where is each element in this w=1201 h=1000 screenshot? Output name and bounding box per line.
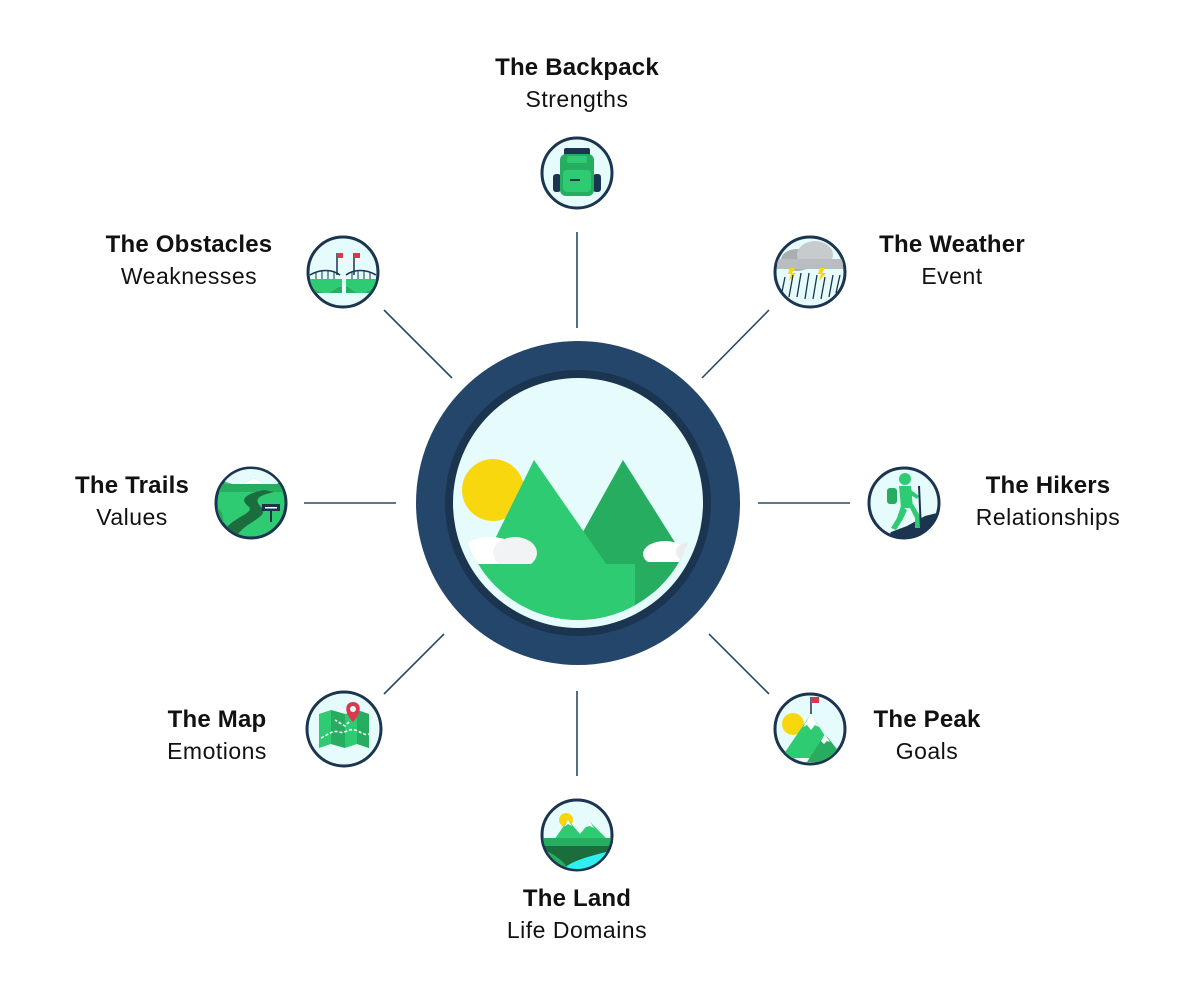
- label-hikers: The Hikers Relationships: [938, 470, 1158, 533]
- node-title: The Peak: [873, 706, 981, 733]
- central-mountain-icon: [415, 340, 741, 666]
- label-map: The Map Emotions: [127, 704, 307, 767]
- node-title: The Obstacles: [105, 231, 273, 258]
- broken-bridge-icon: [306, 235, 380, 309]
- node-subtitle: Relationships: [975, 504, 1121, 531]
- label-peak: The Peak Goals: [847, 704, 1007, 767]
- label-weather: The Weather Event: [852, 229, 1052, 292]
- peak-flag-icon: [773, 692, 847, 766]
- hiker-icon: [867, 466, 941, 540]
- land-landscape-icon: [540, 798, 614, 872]
- label-backpack: The Backpack Strengths: [427, 52, 727, 115]
- backpack-icon: [540, 136, 614, 210]
- map-pin-icon: [305, 690, 383, 768]
- connector-weather: [701, 309, 770, 379]
- node-title: The Backpack: [495, 54, 659, 81]
- node-subtitle: Event: [921, 263, 983, 290]
- node-title: The Land: [522, 885, 632, 912]
- node-subtitle: Goals: [895, 738, 959, 765]
- node-subtitle: Emotions: [167, 738, 267, 765]
- connector-map: [383, 633, 445, 695]
- weather-storm-icon: [773, 235, 847, 309]
- node-subtitle: Weaknesses: [120, 263, 258, 290]
- node-subtitle: Strengths: [525, 86, 629, 113]
- node-subtitle: Life Domains: [506, 917, 648, 944]
- node-title: The Trails: [74, 472, 190, 499]
- trail-path-icon: [214, 466, 288, 540]
- node-title: The Weather: [879, 231, 1025, 258]
- node-subtitle: Values: [96, 504, 168, 531]
- connector-peak: [708, 633, 770, 695]
- label-land: The Land Life Domains: [467, 883, 687, 946]
- label-trails: The Trails Values: [47, 470, 217, 533]
- node-title: The Map: [167, 706, 267, 733]
- connector-obstacles: [383, 309, 453, 379]
- node-title: The Hikers: [985, 472, 1111, 499]
- label-obstacles: The Obstacles Weaknesses: [74, 229, 304, 292]
